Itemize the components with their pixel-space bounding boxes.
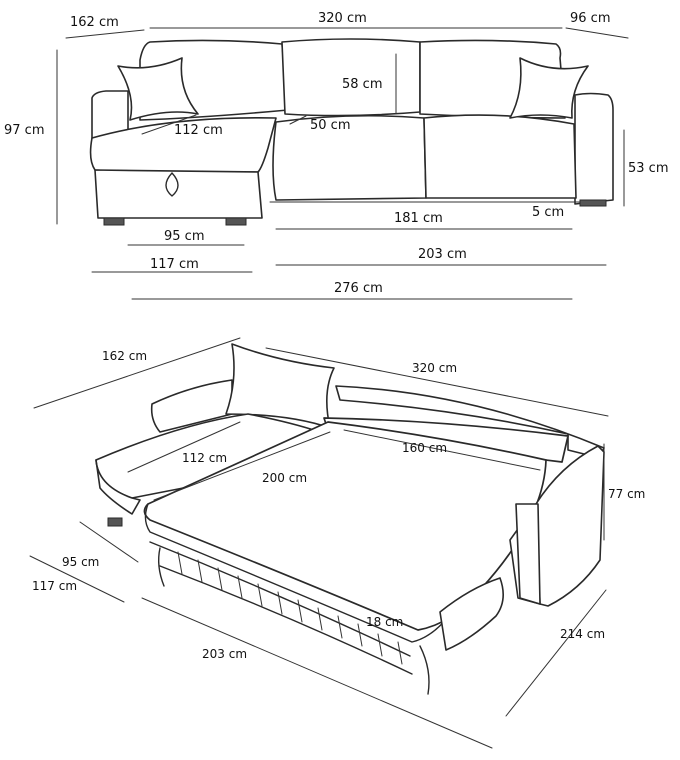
dim-line-50 [289, 115, 307, 125]
bed-frame-leg-right [419, 645, 430, 695]
bed-chaise-base [95, 459, 141, 515]
bed-dim-line-117 [29, 555, 125, 603]
label-total-height: 97 cm [4, 123, 45, 138]
right-armrest [574, 92, 614, 205]
label-total-width: 320 cm [318, 11, 367, 26]
bed-label-sofa-length: 203 cm [202, 647, 247, 661]
bed-frame-rail-lower [159, 565, 413, 675]
chaise-leg-right [225, 217, 247, 226]
bed-dim-line-320 [265, 347, 609, 417]
bed-frame-rail [149, 541, 411, 657]
label-total-length: 276 cm [334, 281, 383, 296]
label-inner-seat-width: 181 cm [394, 211, 443, 226]
bed-label-mattress-length: 200 cm [262, 471, 307, 485]
label-seat-depth: 50 cm [310, 118, 351, 133]
bed-label-chaise-seat-depth: 112 cm [182, 451, 227, 465]
dim-line-96 [565, 27, 629, 39]
sofa-leg-right [579, 199, 607, 207]
front-view-drawing: 162 cm 320 cm 96 cm 97 cm 58 cm 112 cm 5… [4, 11, 669, 300]
label-chaise-inner-width: 95 cm [164, 229, 205, 244]
chaise-arm [91, 90, 129, 141]
chaise-pull-strap [165, 172, 179, 197]
bed-dim-line-160 [343, 429, 541, 471]
bed-dim-line-200 [153, 431, 331, 501]
bed-dim-line-203 [141, 597, 493, 749]
bed-dim-line-214 [505, 589, 607, 717]
label-sofa-length: 203 cm [418, 247, 467, 262]
bed-dim-line-112 [127, 421, 241, 473]
bed-dim-line-162 [33, 337, 241, 409]
bed-label-chaise-inner-width: 95 cm [62, 555, 99, 569]
label-seat-height: 53 cm [628, 161, 669, 176]
bed-chaise-leg [107, 517, 123, 527]
bed-slats [177, 551, 403, 665]
bed-armrest-front [515, 503, 541, 605]
label-backrest-height: 58 cm [342, 77, 383, 92]
bed-label-mattress-thickness: 18 cm [366, 615, 403, 629]
label-chaise-width: 117 cm [150, 257, 199, 272]
bed-label-chaise-width: 117 cm [32, 579, 77, 593]
bed-label-mattress-width: 160 cm [402, 441, 447, 455]
bed-view-drawing: 162 cm 320 cm 112 cm 160 cm 200 cm 77 cm… [29, 337, 645, 749]
bed-chaise-arm [150, 379, 233, 433]
bed-fold-mechanism [439, 577, 504, 651]
bed-dim-line-95 [79, 521, 139, 563]
chaise-base [94, 169, 263, 219]
bed-label-height: 77 cm [608, 487, 645, 501]
chaise-leg-left [103, 217, 125, 226]
throw-pillow-left [117, 57, 199, 121]
dim-line-162 [65, 29, 145, 39]
mattress [143, 421, 547, 631]
throw-pillow-right [509, 57, 589, 119]
seat-cushion-right [423, 114, 577, 199]
bed-right-armrest [535, 445, 605, 607]
label-chaise-seat-depth: 112 cm [174, 123, 223, 138]
bed-label-open-depth: 214 cm [560, 627, 605, 641]
label-armrest-depth: 96 cm [570, 11, 611, 26]
bed-label-chaise-depth: 162 cm [102, 349, 147, 363]
bed-frame-leg-left [157, 547, 165, 587]
label-chaise-depth: 162 cm [70, 15, 119, 30]
bed-label-total-width: 320 cm [412, 361, 457, 375]
dim-line-112 [141, 114, 197, 135]
mattress-edge [144, 503, 461, 643]
label-leg-height: 5 cm [532, 205, 564, 220]
